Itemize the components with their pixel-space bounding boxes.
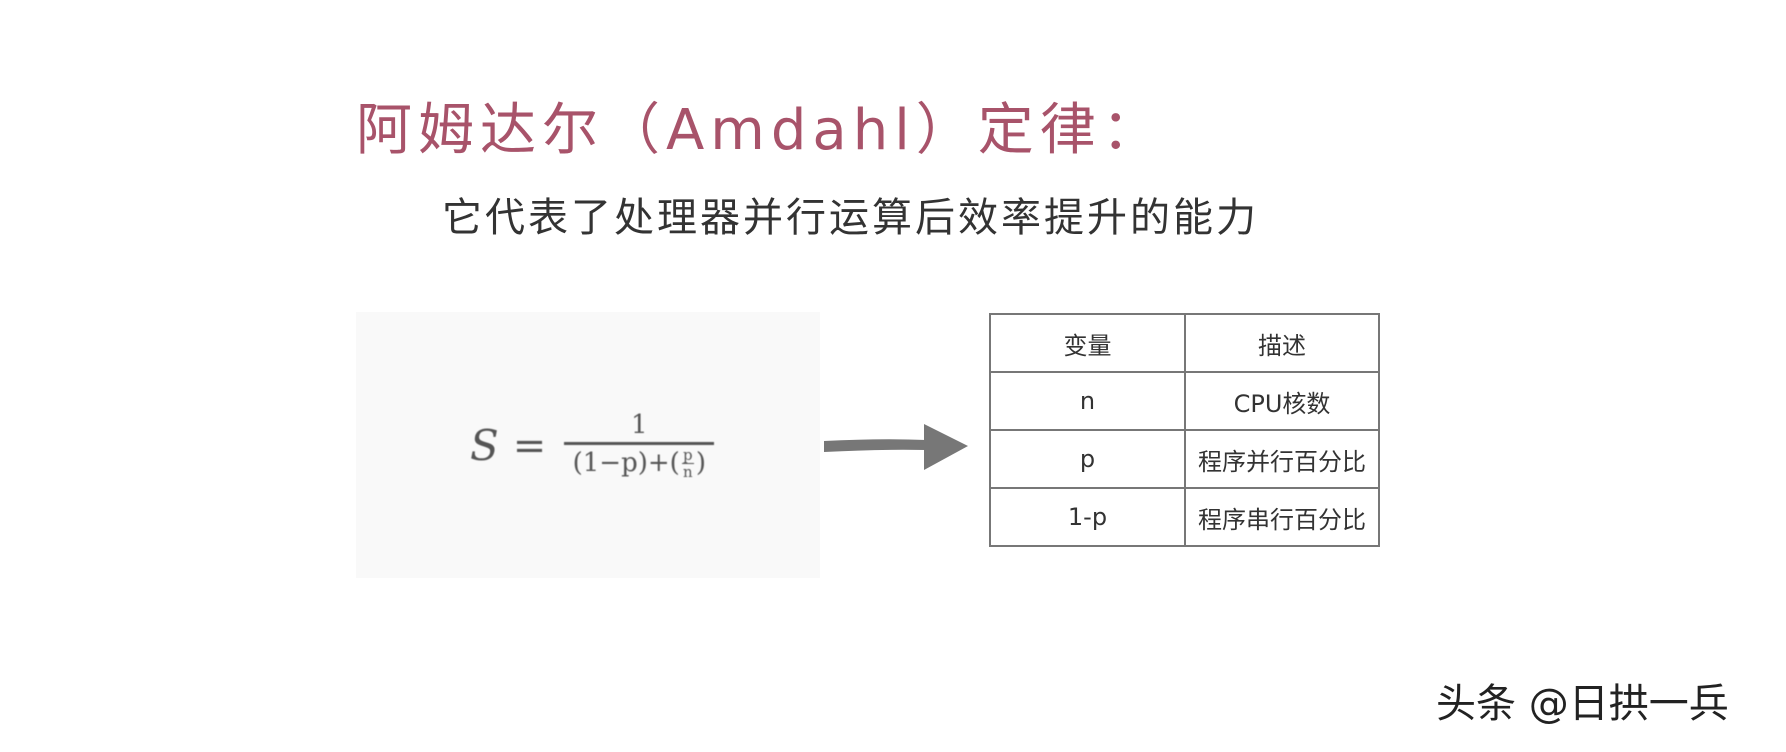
cell-variable: p <box>989 429 1186 489</box>
formula-numerator: 1 <box>631 410 648 440</box>
header-variable: 变量 <box>989 313 1186 373</box>
slide-subtitle: 它代表了处理器并行运算后效率提升的能力 <box>442 195 1259 241</box>
denominator-inner-fraction: p n <box>681 445 694 481</box>
table-row: 1-p 程序串行百分比 <box>989 487 1380 547</box>
amdahl-formula: S = 1 (1−p)+( p n ) <box>470 410 715 481</box>
cell-description: CPU核数 <box>1184 371 1380 431</box>
header-description: 描述 <box>1184 313 1380 373</box>
arrow-right-icon <box>824 424 968 470</box>
denominator-part1: (1−p)+( <box>572 448 680 478</box>
formula-denominator: (1−p)+( p n ) <box>573 445 706 481</box>
watermark: 头条 @日拱一兵 <box>1436 681 1729 727</box>
table-header-row: 变量 描述 <box>989 313 1380 373</box>
slide-title: 阿姆达尔（Amdahl）定律： <box>356 98 1164 163</box>
formula-lhs: S <box>470 421 499 470</box>
table-row: n CPU核数 <box>989 371 1380 431</box>
formula-equals: = <box>512 422 547 469</box>
variables-table: 变量 描述 n CPU核数 p 程序并行百分比 1-p 程序串行百分比 <box>989 313 1380 547</box>
cell-variable: 1-p <box>989 487 1186 547</box>
table-row: p 程序并行百分比 <box>989 429 1380 489</box>
inner-numerator: p <box>683 445 693 464</box>
cell-description: 程序并行百分比 <box>1184 429 1380 489</box>
inner-denominator: n <box>682 462 693 481</box>
fraction-bar <box>564 442 715 445</box>
denominator-part2: ) <box>695 448 706 478</box>
cell-variable: n <box>989 371 1186 431</box>
cell-description: 程序串行百分比 <box>1184 487 1380 547</box>
formula-image: S = 1 (1−p)+( p n ) <box>356 312 820 578</box>
formula-fraction: 1 (1−p)+( p n ) <box>564 410 715 481</box>
inner-fraction-bar <box>681 462 694 464</box>
